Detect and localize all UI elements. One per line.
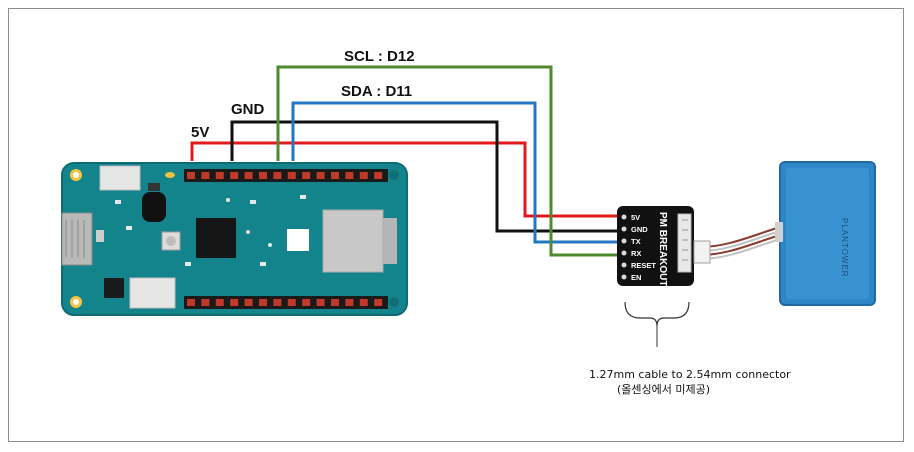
wire-sda bbox=[291, 101, 620, 244]
header-strip bbox=[184, 169, 388, 182]
header-pin bbox=[374, 172, 383, 179]
diagram-frame bbox=[8, 8, 904, 442]
header-pin bbox=[345, 299, 354, 306]
scl-label: SCL : D12 bbox=[344, 48, 415, 65]
header-pin bbox=[359, 172, 368, 179]
header-pin bbox=[187, 172, 195, 179]
header-pin bbox=[316, 172, 325, 179]
cable-note-line1: 1.27mm cable to 2.54mm connector bbox=[589, 368, 791, 381]
breakout-pin-en: EN bbox=[631, 273, 641, 282]
connector-bracket bbox=[624, 301, 690, 327]
cable-note-line2: (올센싱에서 미제공) bbox=[617, 383, 710, 396]
breakout-pin-tx: TX bbox=[631, 237, 641, 246]
header-pin bbox=[316, 299, 325, 306]
header-pin bbox=[374, 299, 383, 306]
top-pin-header bbox=[184, 169, 388, 182]
breakout-title: PM BREAKOUT bbox=[657, 212, 668, 286]
gnd-label: GND bbox=[231, 101, 265, 118]
header-pin bbox=[230, 299, 239, 306]
bottom-pin-header bbox=[184, 296, 388, 309]
header-pin bbox=[244, 172, 253, 179]
pm-sensor-icon bbox=[775, 161, 876, 306]
sda-label: SDA : D11 bbox=[341, 83, 412, 100]
header-pin bbox=[244, 299, 253, 306]
wire-5v bbox=[190, 141, 620, 218]
header-pin bbox=[331, 299, 339, 306]
header-pin bbox=[201, 172, 210, 179]
header-pin bbox=[302, 172, 311, 179]
header-pin bbox=[215, 172, 224, 179]
breakout-pin-reset: RESET bbox=[631, 261, 656, 270]
wire-gnd bbox=[230, 120, 620, 233]
sensor-brand-label: PLANTOWER bbox=[840, 218, 849, 278]
arduino-board-icon bbox=[61, 162, 408, 316]
breakout-pin-gnd: GND bbox=[631, 225, 648, 234]
pm-breakout-icon bbox=[617, 206, 694, 286]
header-pin bbox=[302, 299, 311, 306]
header-pin bbox=[273, 172, 282, 179]
header-pin bbox=[287, 299, 296, 306]
header-pin bbox=[259, 299, 267, 306]
breakout-pin-rx: RX bbox=[631, 249, 641, 258]
header-pin bbox=[273, 299, 282, 306]
wire-scl bbox=[276, 65, 620, 257]
header-pin bbox=[331, 172, 339, 179]
header-pin bbox=[201, 299, 210, 306]
header-pin bbox=[359, 299, 368, 306]
header-pin bbox=[215, 299, 224, 306]
header-pin bbox=[287, 172, 296, 179]
breakout-pin-5v: 5V bbox=[631, 213, 640, 222]
header-strip bbox=[184, 296, 388, 309]
header-pin bbox=[345, 172, 354, 179]
5v-label: 5V bbox=[191, 124, 209, 141]
header-pin bbox=[230, 172, 239, 179]
header-pin bbox=[187, 299, 195, 306]
header-pin bbox=[259, 172, 267, 179]
